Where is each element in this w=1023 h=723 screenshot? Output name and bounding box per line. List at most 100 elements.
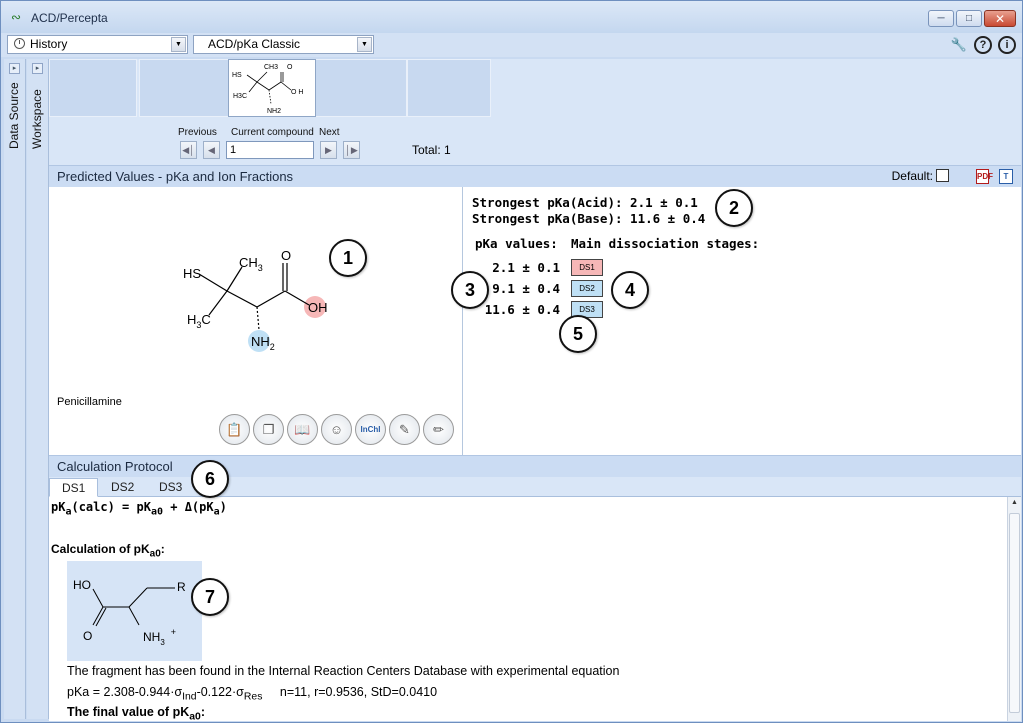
maximize-icon: □: [965, 13, 973, 24]
atom-nh2-sub: 2: [270, 342, 275, 352]
first-button[interactable]: ◀│: [180, 141, 197, 159]
tab-ds1[interactable]: DS1: [49, 478, 99, 497]
inchi-icon[interactable]: InChI: [355, 414, 386, 445]
data-source-rail[interactable]: ▸ Data Source: [4, 59, 26, 719]
workspace-rail[interactable]: ▸ Workspace: [27, 59, 49, 719]
thumb-atom-o: O: [287, 64, 293, 71]
reaction-center-fragment: HO R O NH3+: [67, 561, 202, 661]
pka-value-3: 11.6 ± 0.4: [484, 302, 560, 317]
dissociation-stages-header: Main dissociation stages:: [571, 236, 760, 251]
previous-label: Previous: [178, 127, 217, 138]
edit-structure-icon[interactable]: ✎: [389, 414, 420, 445]
window-controls: ─ □ ✕: [928, 10, 1016, 27]
atom-ch3-sub: 3: [258, 263, 263, 273]
copy-image-icon[interactable]: ❐: [253, 414, 284, 445]
calc-of-sub: a0: [149, 548, 161, 560]
workspace-label: Workspace: [30, 89, 44, 149]
stage-ds1-button[interactable]: DS1: [571, 259, 603, 276]
next-button[interactable]: ▶: [320, 141, 337, 159]
fragment-atom-o: O: [83, 629, 92, 643]
final-value-end: :: [200, 705, 205, 719]
atom-ch3: CH3: [239, 255, 263, 273]
fragment-atom-r: R: [177, 580, 186, 594]
pka-calc-formula: pKa(calc) = pKa0 + Δ(pKa): [51, 500, 227, 517]
thumb-atom-nh2: NH2: [267, 108, 281, 115]
history-label: History: [30, 37, 68, 51]
equation-part: -0.122·σ: [196, 685, 244, 699]
thumb-cell[interactable]: [407, 59, 491, 117]
thumbnail-structure: HS CH3 O H3C O H NH2: [232, 64, 303, 115]
total-count: Total: 1: [412, 143, 451, 157]
chevron-down-icon[interactable]: ▼: [171, 37, 186, 52]
copy-structure-icon[interactable]: 📋: [219, 414, 250, 445]
pka-results-pane: Strongest pKa(Acid): 2.1 ± 0.1 Strongest…: [464, 187, 1021, 455]
next-label: Next: [319, 127, 340, 138]
current-compound-input[interactable]: 1: [226, 141, 314, 159]
callout-7: 7: [191, 578, 229, 616]
pka-value-1: 2.1 ± 0.1: [492, 260, 560, 275]
protocol-scrollbar[interactable]: ▲: [1007, 497, 1021, 721]
calculation-protocol-title: Calculation Protocol: [57, 459, 173, 474]
default-checkbox[interactable]: [936, 169, 949, 182]
pka-values-header: pKa values:: [475, 236, 558, 251]
formula-sub: a: [213, 506, 220, 518]
last-button[interactable]: │▶: [343, 141, 360, 159]
fragment-nh3-main: NH: [143, 630, 160, 644]
callout-3: 3: [451, 271, 489, 309]
thumb-atom-oh: O H: [291, 89, 303, 96]
basic-site-highlight: [248, 330, 270, 352]
calc-of-end: :: [160, 542, 165, 556]
fragment-charge: +: [171, 627, 176, 637]
close-button[interactable]: ✕: [984, 10, 1016, 27]
stage-ds2-button[interactable]: DS2: [571, 280, 603, 297]
toolbar-icons: 🔧 ? i: [950, 36, 1016, 54]
formula-sub: a: [65, 506, 72, 518]
compound-thumbnail[interactable]: HS CH3 O H3C O H NH2: [228, 59, 316, 117]
maximize-button[interactable]: □: [956, 10, 982, 27]
info-icon[interactable]: i: [998, 36, 1016, 54]
strongest-base: Strongest pKa(Base): 11.6 ± 0.4: [472, 211, 706, 226]
pdf-export-icon[interactable]: PDF: [976, 169, 993, 184]
copy-report-icon[interactable]: T: [999, 169, 1013, 184]
default-label: Default:: [891, 169, 933, 183]
scroll-thumb[interactable]: [1009, 513, 1020, 713]
formula-part: + Δ(pK: [163, 500, 214, 514]
experimental-equation: pKa = 2.308-0.944·σInd-0.122·σRes n=11, …: [67, 685, 437, 703]
scroll-up-icon[interactable]: ▲: [1011, 499, 1018, 506]
fragment-structure: HO R O NH3+: [73, 578, 186, 647]
thumb-cell[interactable]: [49, 59, 137, 117]
history-dropdown[interactable]: History ▼: [7, 35, 188, 54]
smiles-icon[interactable]: ☺: [321, 414, 352, 445]
chevron-down-icon[interactable]: ▼: [357, 37, 372, 52]
pencil-icon[interactable]: ✏: [423, 414, 454, 445]
app-logo-icon: ∾: [11, 10, 22, 24]
acidic-site-highlight: [304, 296, 326, 318]
expand-icon[interactable]: ▸: [32, 63, 43, 74]
atom-h3c-c: C: [201, 312, 210, 327]
tab-ds2[interactable]: DS2: [111, 480, 135, 494]
wrench-icon[interactable]: 🔧: [950, 37, 968, 52]
window-title: ACD/Percepta: [31, 11, 108, 25]
open-book-icon[interactable]: 📖: [287, 414, 318, 445]
formula-sub: a0: [150, 506, 164, 518]
formula-part: (calc) = pK: [71, 500, 151, 514]
close-icon: ✕: [994, 11, 1006, 26]
structure-drawing: HS CH3 O OH H3C NH2: [183, 248, 328, 352]
tab-ds3[interactable]: DS3: [159, 480, 183, 494]
final-value-sub: a0: [189, 711, 201, 722]
atom-nh2-main: NH: [251, 334, 270, 349]
help-icon[interactable]: ?: [974, 36, 992, 54]
main-area: HS CH3 O H3C O H NH2 Previous Current co…: [49, 59, 1021, 721]
fragment-atom-nh3: NH3+: [143, 627, 176, 647]
default-option: Default:: [892, 169, 949, 183]
callout-2: 2: [715, 189, 753, 227]
minimize-icon: ─: [937, 13, 945, 24]
minimize-button[interactable]: ─: [928, 10, 954, 27]
structure-pane: HS CH3 O OH H3C NH2 Penicillamine 📋 ❐ 📖 …: [49, 187, 463, 455]
module-dropdown[interactable]: ACD/pKa Classic ▼: [193, 35, 374, 54]
expand-icon[interactable]: ▸: [9, 63, 20, 74]
database-note: The fragment has been found in the Inter…: [67, 664, 620, 678]
clock-icon: [14, 38, 25, 49]
previous-button[interactable]: ◀: [203, 141, 220, 159]
calc-of-text: Calculation of pK: [51, 542, 150, 556]
